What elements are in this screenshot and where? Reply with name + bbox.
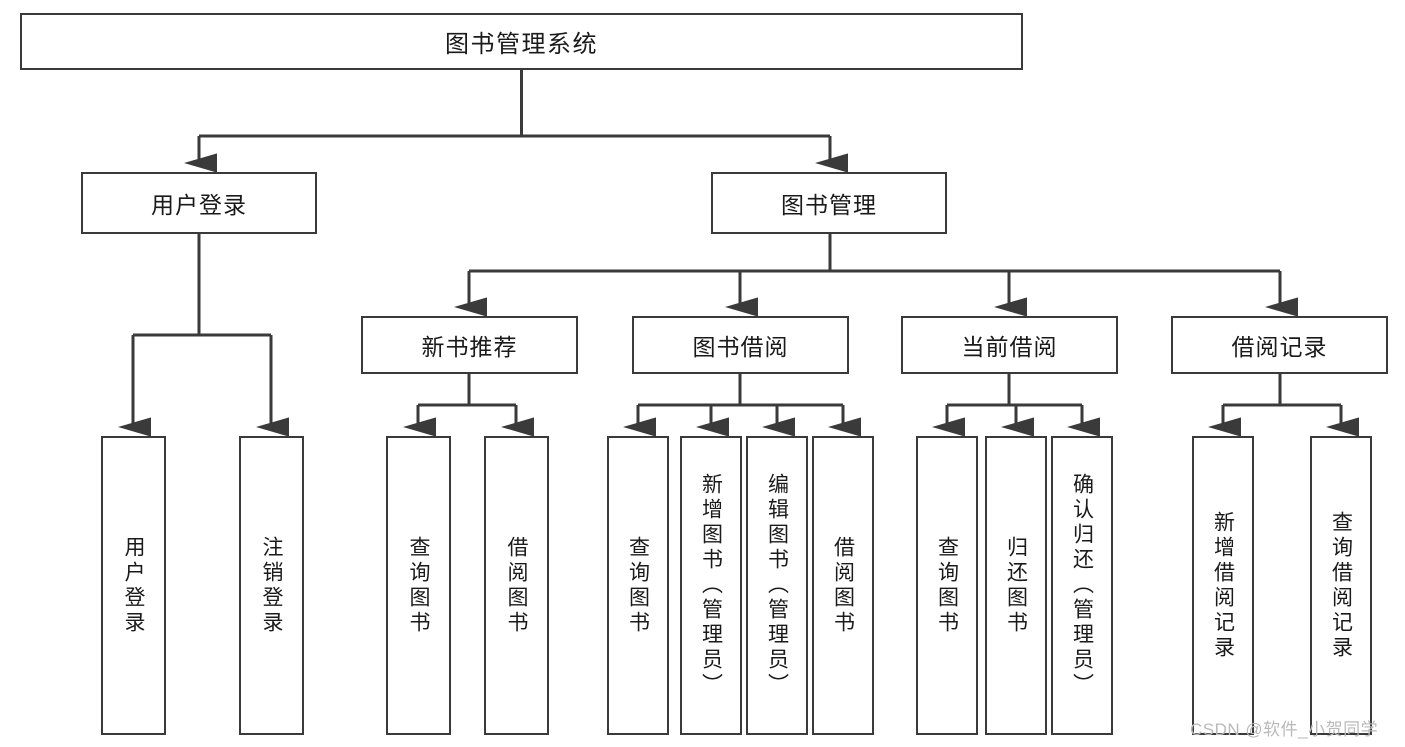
node-leaf-borrow-book-1[interactable]: 借阅图书 <box>484 436 549 735</box>
node-leaf-edit-book[interactable]: 编辑图书（管理员） <box>746 436 808 735</box>
node-leaf-return-book[interactable]: 归还图书 <box>985 436 1047 735</box>
node-user-login[interactable]: 用户登录 <box>81 172 317 234</box>
node-leaf-query-record-label: 查询借阅记录 <box>1329 510 1353 661</box>
node-leaf-confirm-return-label: 确认归还（管理员） <box>1070 473 1094 698</box>
node-current-borrow[interactable]: 当前借阅 <box>901 316 1118 374</box>
node-leaf-return-book-label: 归还图书 <box>1004 535 1028 636</box>
node-leaf-add-record[interactable]: 新增借阅记录 <box>1192 436 1254 735</box>
node-leaf-query-book-3-label: 查询图书 <box>935 535 959 636</box>
node-leaf-add-record-label: 新增借阅记录 <box>1211 510 1235 661</box>
node-user-login-label: 用户登录 <box>151 192 247 218</box>
node-borrow-record-label: 借阅记录 <box>1231 334 1328 360</box>
node-leaf-query-book-2-label: 查询图书 <box>626 535 650 636</box>
node-book-manage-label: 图书管理 <box>781 192 877 218</box>
node-leaf-query-book-1[interactable]: 查询图书 <box>386 436 451 735</box>
node-leaf-query-book-3[interactable]: 查询图书 <box>916 436 978 735</box>
node-leaf-add-book[interactable]: 新增图书（管理员） <box>680 436 742 735</box>
node-leaf-user-login[interactable]: 用户登录 <box>101 436 166 735</box>
node-leaf-query-record[interactable]: 查询借阅记录 <box>1310 436 1372 735</box>
node-leaf-logout[interactable]: 注销登录 <box>239 436 304 735</box>
node-leaf-query-book-1-label: 查询图书 <box>407 535 430 636</box>
node-leaf-query-book-2[interactable]: 查询图书 <box>607 436 669 735</box>
node-leaf-add-book-label: 新增图书（管理员） <box>699 473 723 698</box>
node-book-borrow[interactable]: 图书借阅 <box>632 316 849 374</box>
node-leaf-borrow-book-1-label: 借阅图书 <box>505 535 528 636</box>
node-new-book-recommend[interactable]: 新书推荐 <box>361 316 578 374</box>
node-root[interactable]: 图书管理系统 <box>20 13 1023 70</box>
node-borrow-record[interactable]: 借阅记录 <box>1171 316 1388 374</box>
node-leaf-confirm-return[interactable]: 确认归还（管理员） <box>1051 436 1113 735</box>
node-current-borrow-label: 当前借阅 <box>961 334 1058 360</box>
node-leaf-edit-book-label: 编辑图书（管理员） <box>765 473 789 698</box>
node-leaf-user-login-label: 用户登录 <box>122 535 145 636</box>
node-book-manage[interactable]: 图书管理 <box>711 172 947 234</box>
node-leaf-borrow-book-2[interactable]: 借阅图书 <box>812 436 874 735</box>
node-book-borrow-label: 图书借阅 <box>692 334 789 360</box>
node-leaf-borrow-book-2-label: 借阅图书 <box>831 535 855 636</box>
node-new-book-recommend-label: 新书推荐 <box>421 334 518 360</box>
node-leaf-logout-label: 注销登录 <box>260 535 283 636</box>
node-root-label: 图书管理系统 <box>445 31 598 58</box>
